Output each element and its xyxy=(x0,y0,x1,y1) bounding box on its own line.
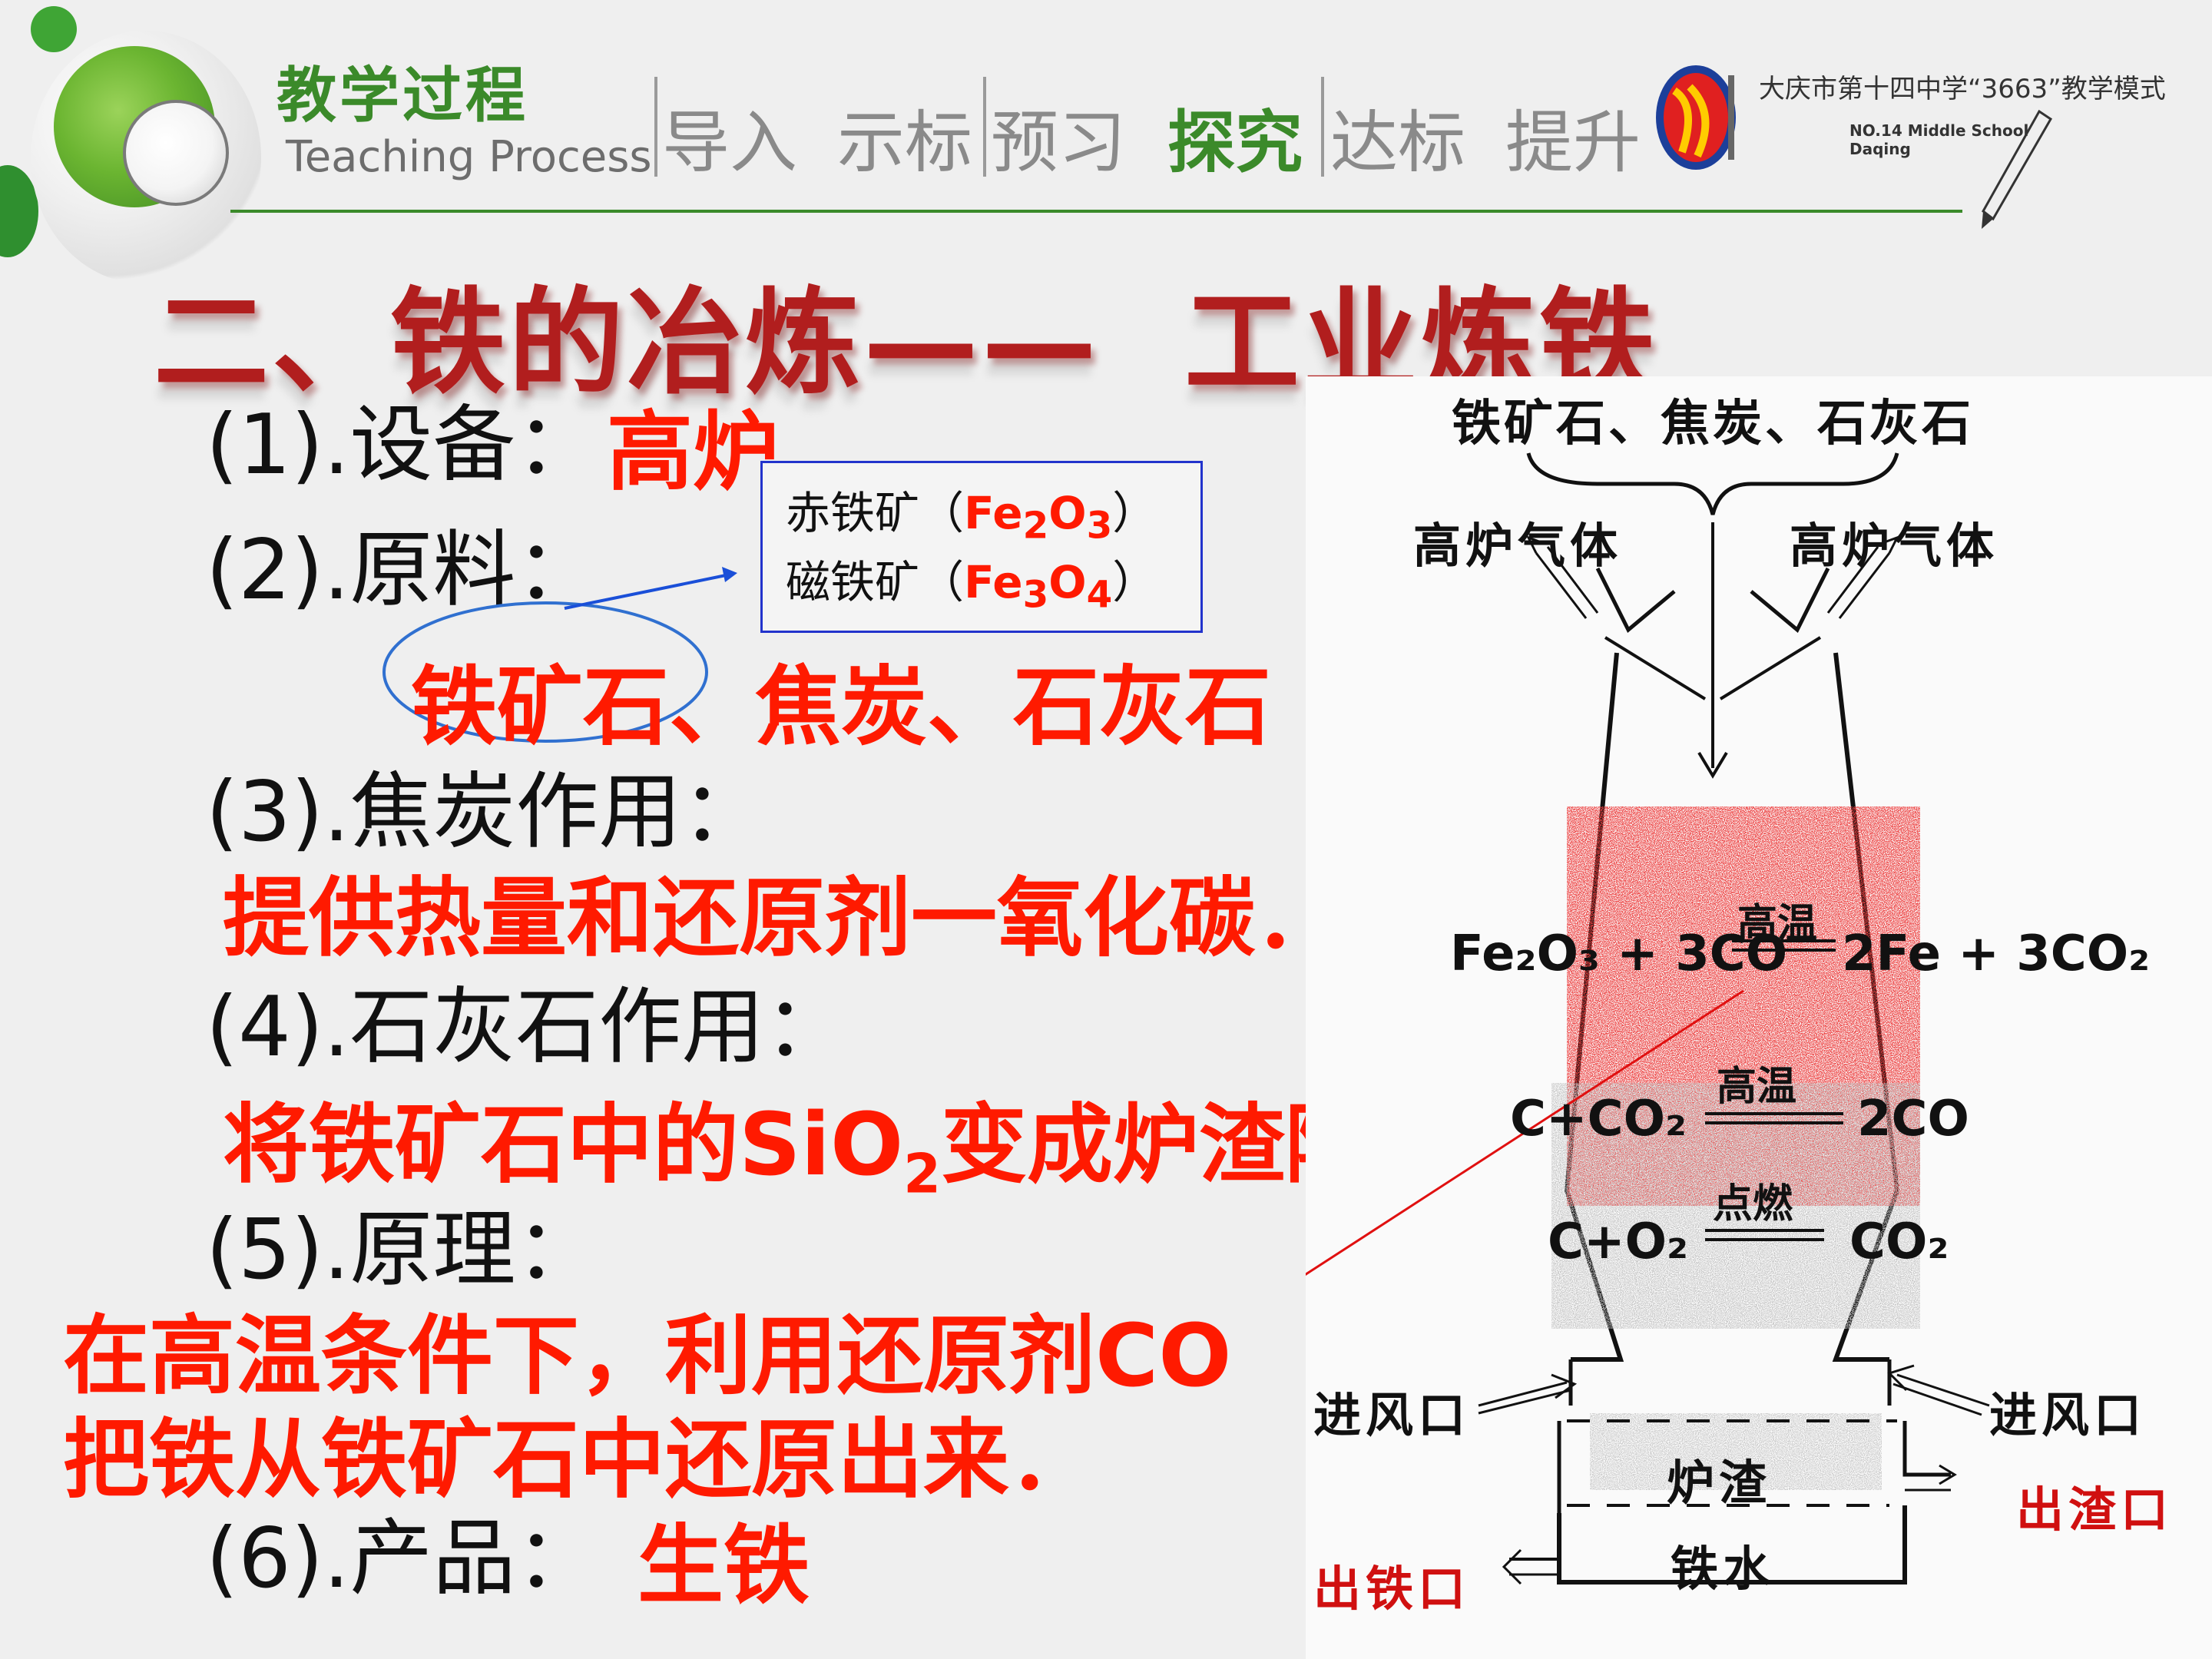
item-product-value: 生铁 xyxy=(637,1516,810,1616)
ore-highlight-ellipse xyxy=(382,567,737,743)
ore-magnetite: 磁铁矿（Fe3O4） xyxy=(786,556,1157,617)
pen-icon xyxy=(1982,109,2053,229)
eq3-left: C+O₂ xyxy=(1548,1214,1689,1270)
furnace-drawing xyxy=(1306,452,1990,1585)
item-principle-line2: 把铁从铁矿石中还原出来． xyxy=(63,1410,1095,1510)
eq3-condition: 点燃 xyxy=(1713,1181,1793,1227)
header-divider xyxy=(230,210,1962,213)
ore-hematite: 赤铁矿（Fe2O3） xyxy=(786,487,1157,548)
eq1-left: Fe₂O₃ + 3CO xyxy=(1450,926,1788,982)
eq3-right: CO₂ xyxy=(1849,1214,1949,1270)
furnace-air-inlet-right: 进风口 xyxy=(1989,1387,2147,1443)
decor-dot xyxy=(31,6,77,52)
nav-shibiao[interactable]: 示标 xyxy=(837,103,973,182)
nav-dabiao[interactable]: 达标 xyxy=(1330,103,1466,182)
school-name: 大庆市第十四中学“3663”教学模式 xyxy=(1759,74,2166,104)
nav-yuxi[interactable]: 预习 xyxy=(991,103,1127,182)
decor-white-sphere xyxy=(123,100,229,206)
eq1-condition: 高温 xyxy=(1737,900,1818,947)
eq2-right: 2CO xyxy=(1857,1091,1969,1147)
header-subtitle: Teaching Process xyxy=(286,132,652,182)
nav-divider xyxy=(1321,77,1324,177)
item-coke-label: (3).焦炭作用： xyxy=(206,764,765,860)
furnace-slag: 炉渣 xyxy=(1667,1455,1772,1511)
header-title: 教学过程 xyxy=(276,61,529,131)
eq2-condition: 高温 xyxy=(1717,1063,1797,1110)
item-equipment-value: 高炉 xyxy=(607,402,779,502)
item-coke-value: 提供热量和还原剂一氧化碳． xyxy=(223,869,1341,969)
furnace-top-label: 铁矿石、焦炭、石灰石 xyxy=(1452,395,1974,452)
eq2-left: C+CO₂ xyxy=(1510,1091,1687,1147)
furnace-gas-left: 高炉气体 xyxy=(1413,518,1623,574)
furnace-gas-right: 高炉气体 xyxy=(1790,518,1999,574)
furnace-air-inlet-left: 进风口 xyxy=(1313,1387,1471,1443)
furnace-iron-outlet: 出铁口 xyxy=(1313,1561,1471,1617)
furnace-molten-iron: 铁水 xyxy=(1671,1541,1776,1597)
item-principle-label: (5).原理： xyxy=(206,1202,599,1298)
nav-divider xyxy=(654,77,657,177)
school-logo-icon xyxy=(1656,65,1736,170)
nav-tanjiu[interactable]: 探究 xyxy=(1167,103,1303,182)
item-product-label: (6).产品： xyxy=(206,1511,599,1607)
furnace-slag-outlet: 出渣口 xyxy=(2016,1482,2174,1538)
item-limestone-label: (4).石灰石作用： xyxy=(206,979,848,1075)
ore-box: 赤铁矿（Fe2O3） 磁铁矿（Fe3O4） xyxy=(760,461,1203,633)
eq1-right: 2Fe + 3CO₂ xyxy=(1842,926,2151,982)
nav-tisheng[interactable]: 提升 xyxy=(1505,103,1641,182)
item-equipment-label: (1).设备： xyxy=(206,397,599,493)
item-materials-value: 铁矿石、焦炭、石灰石 xyxy=(411,657,1271,757)
nav-daoru[interactable]: 导入 xyxy=(662,103,798,182)
item-principle-line1: 在高温条件下，利用还原剂CO xyxy=(63,1306,1232,1406)
school-english-name: NO.14 Middle School Daqing xyxy=(1849,121,2029,158)
nav-divider xyxy=(983,77,986,177)
